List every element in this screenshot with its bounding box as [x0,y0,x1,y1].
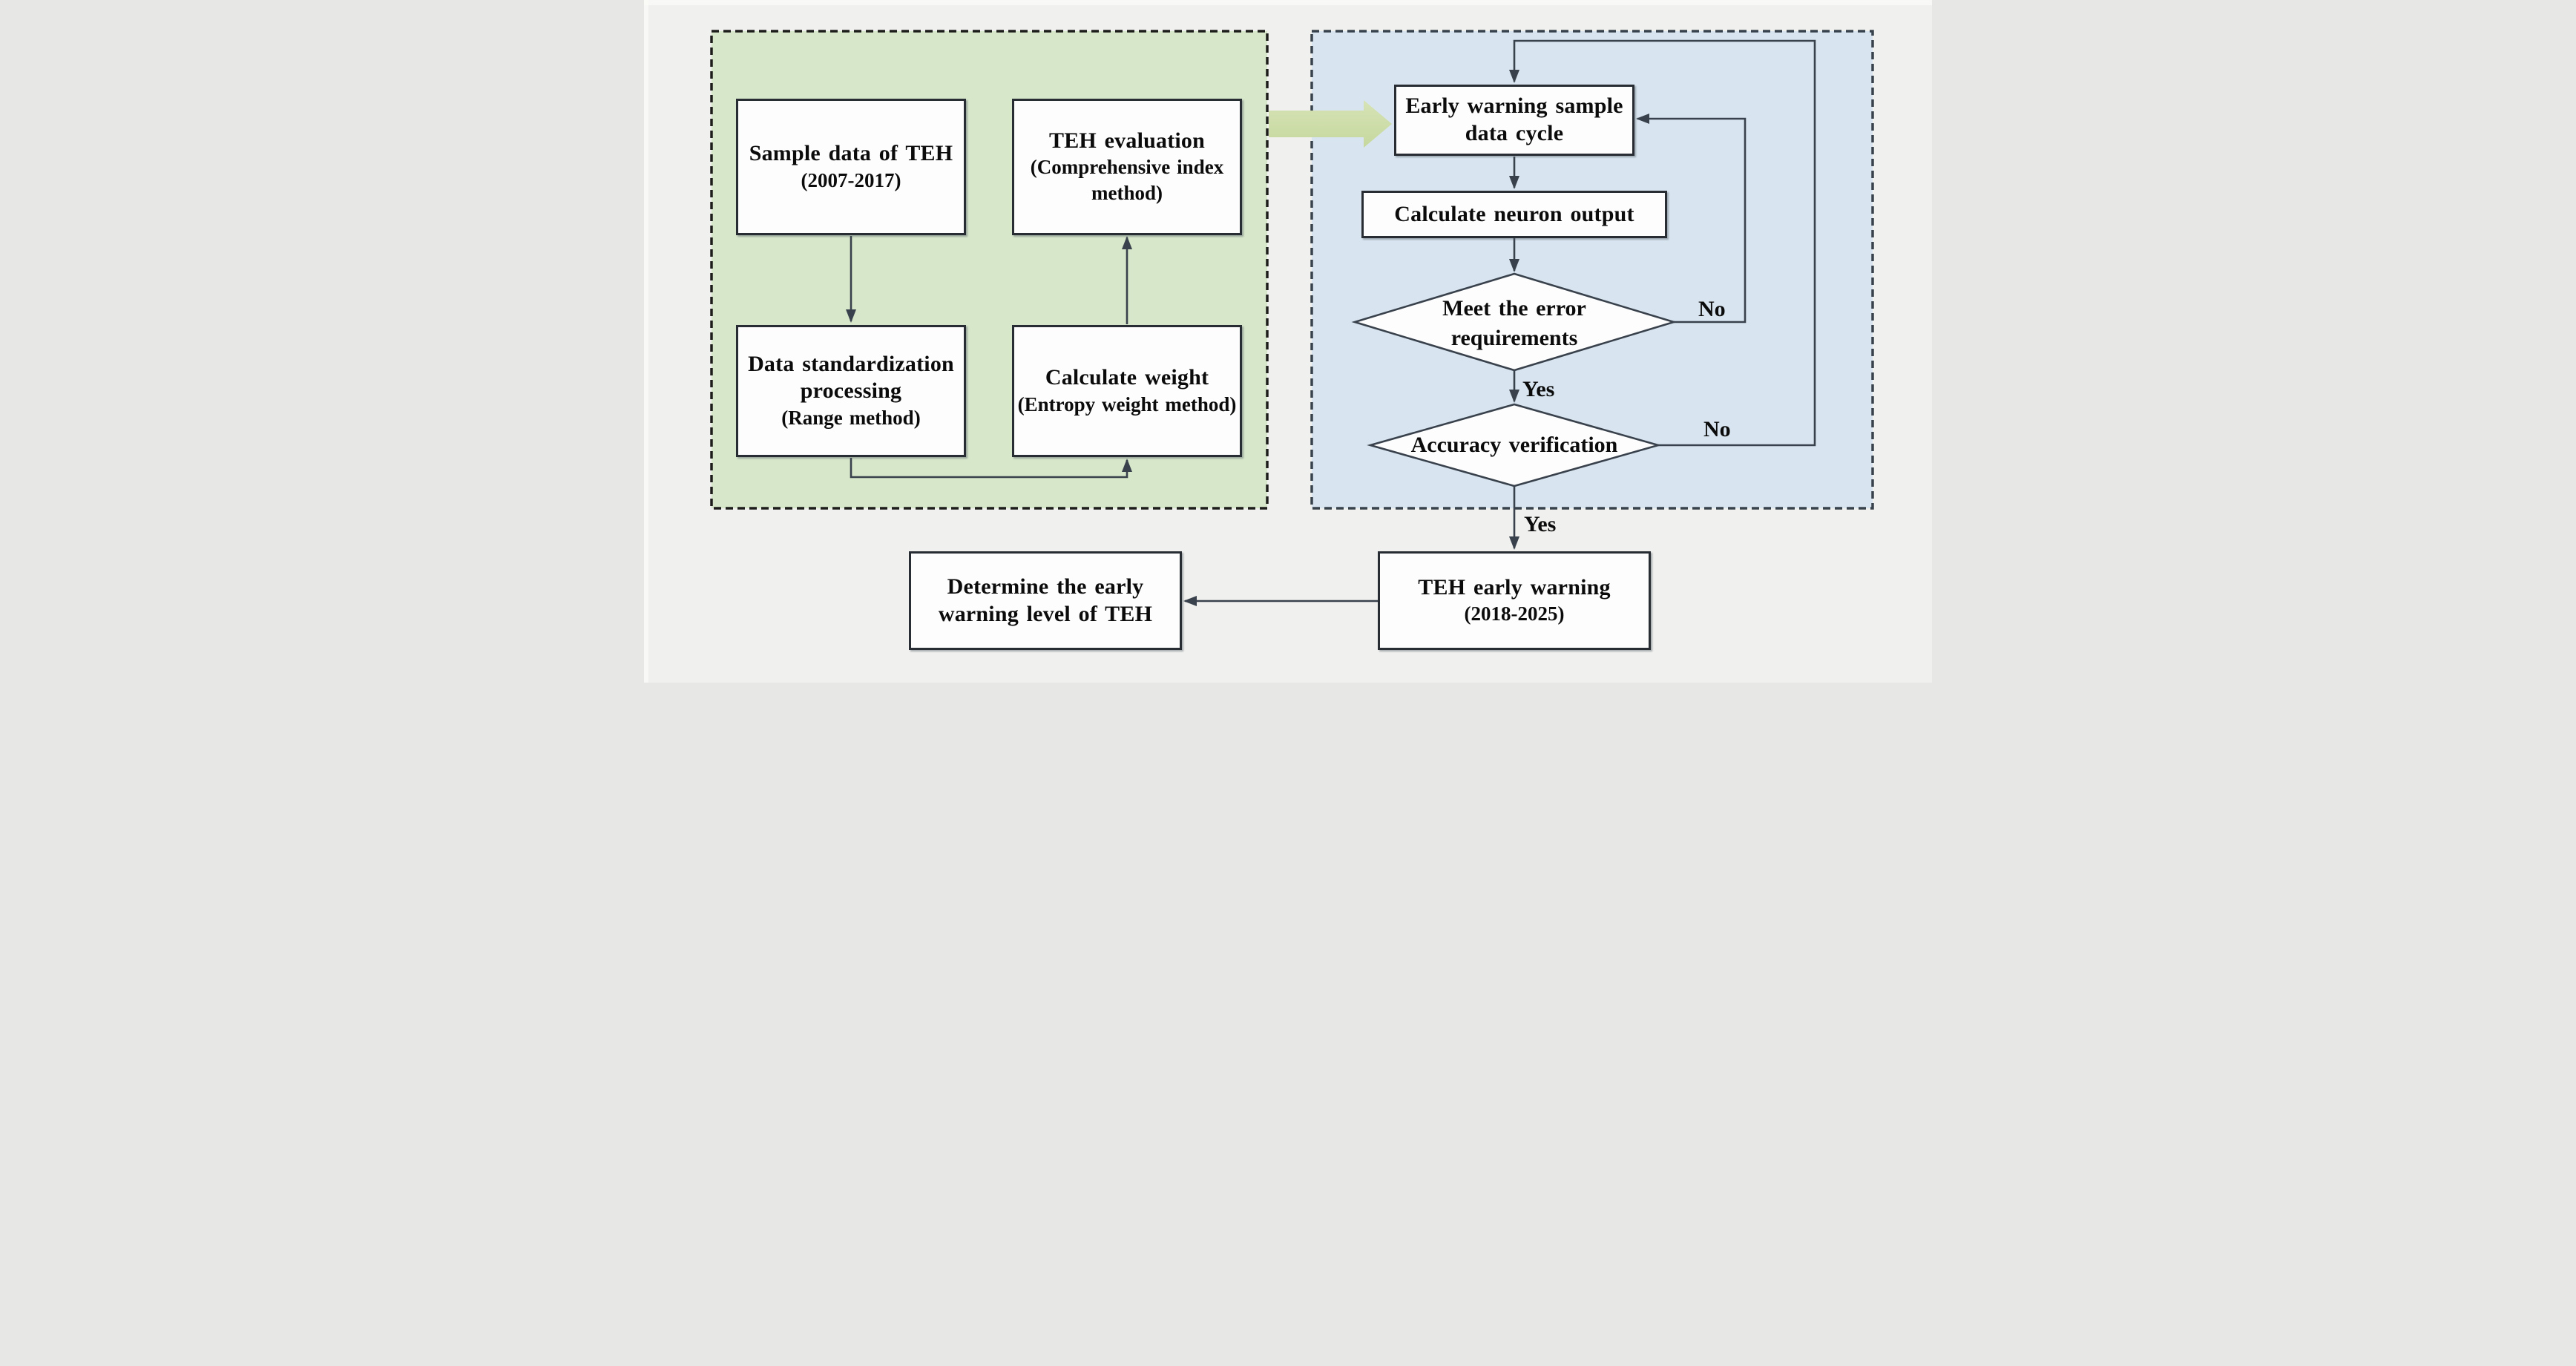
box-teh-early-warning-sublabel: (2018-2025) [1464,602,1565,625]
box-teh-evaluation-label: TEH evaluation [1049,128,1205,153]
edge-label-error-yes: Yes [1522,377,1555,401]
box-data-standardization-sublabel: (Range method) [781,407,921,430]
box-calculate-neuron-output: Calculate neuron output [1361,191,1667,238]
flowchart-canvas: Sample data of TEH (2007-2017) TEH evalu… [644,0,1932,683]
box-calculate-weight: Calculate weight (Entropy weight method) [1012,325,1242,457]
box-determine-warning-level-label: Determine the early warning level of TEH [938,574,1153,626]
box-sample-data-sublabel: (2007-2017) [801,168,901,191]
box-teh-evaluation: TEH evaluation (Comprehensive index meth… [1012,99,1242,235]
connector-standardization-to-weight [850,458,1132,479]
box-data-standardization: Data standardization processing (Range m… [736,325,966,457]
connector-accuracy-no-loop [1509,39,1816,447]
diamond-accuracy-verification [1367,403,1662,487]
connector-error-no-loop [1636,114,1747,324]
box-teh-evaluation-sublabel: (Comprehensive index method) [1030,156,1224,205]
box-data-standardization-label: Data standardization processing [748,351,954,404]
box-determine-warning-level: Determine the early warning level of TEH [909,551,1182,650]
box-sample-data: Sample data of TEH (2007-2017) [736,99,966,235]
page-edge-highlight-left [644,0,648,683]
edge-label-accuracy-yes: Yes [1524,512,1557,536]
box-calculate-weight-sublabel: (Entropy weight method) [1017,393,1237,416]
box-teh-early-warning-label: TEH early warning [1418,574,1611,600]
box-sample-data-label: Sample data of TEH [749,141,953,166]
box-early-warning-sample-cycle-label: Early warning sample data cycle [1405,93,1623,145]
edge-label-error-no: No [1698,297,1726,321]
box-teh-early-warning: TEH early warning (2018-2025) [1378,551,1651,650]
diamond-meet-error-requirements [1351,272,1678,372]
edge-label-accuracy-no: No [1703,417,1731,441]
box-early-warning-sample-cycle: Early warning sample data cycle [1394,85,1634,156]
arrow-evaluation-to-warning-phase [1269,100,1392,148]
box-calculate-neuron-output-label: Calculate neuron output [1394,201,1634,226]
page-edge-highlight-top [644,0,1932,5]
box-calculate-weight-label: Calculate weight [1045,365,1209,390]
diamond-accuracy-verification-label: Accuracy verification [1410,432,1618,457]
diamond-meet-error-requirements-label: Meet the error requirements [1442,295,1586,351]
